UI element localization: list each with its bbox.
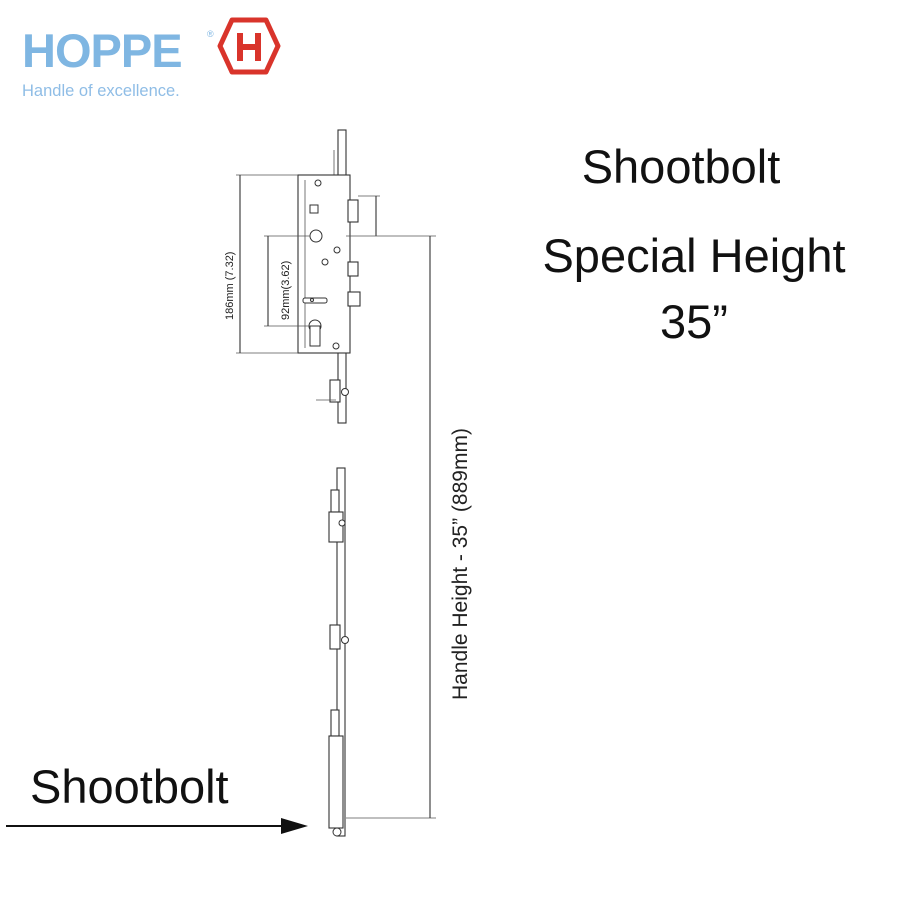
multipoint-lock-drawing: [297, 129, 361, 837]
headline-line-3: 35”: [660, 295, 728, 348]
shootbolt-callout-label: Shootbolt: [30, 760, 229, 813]
handle-height-dimension: Handle Height - 35” (889mm): [449, 428, 472, 700]
hoppe-logo: HOPPE ® Handle of excellence.: [22, 17, 281, 100]
centres-dimension: 92mm(3.62): [280, 261, 292, 320]
case-height-dimension: 186mm (7.32): [224, 252, 236, 320]
shootbolt: [328, 735, 344, 829]
logo-wordmark: HOPPE: [22, 24, 182, 77]
dimension-lines: [236, 174, 436, 819]
logo-tagline: Handle of excellence.: [22, 82, 180, 100]
logo-registered-mark: ®: [207, 29, 214, 39]
arrow-right-icon: [6, 818, 308, 834]
headline-line-2: Special Height: [542, 229, 845, 282]
euro-cylinder-cutout: [308, 319, 322, 347]
deadbolt: [347, 261, 359, 277]
latch: [347, 199, 359, 223]
spindle-hole: [309, 229, 323, 243]
hexagon-h-icon: [217, 17, 281, 75]
faceplate-lower: [336, 467, 346, 837]
hook: [347, 291, 361, 307]
headline-line-1: Shootbolt: [582, 140, 781, 193]
